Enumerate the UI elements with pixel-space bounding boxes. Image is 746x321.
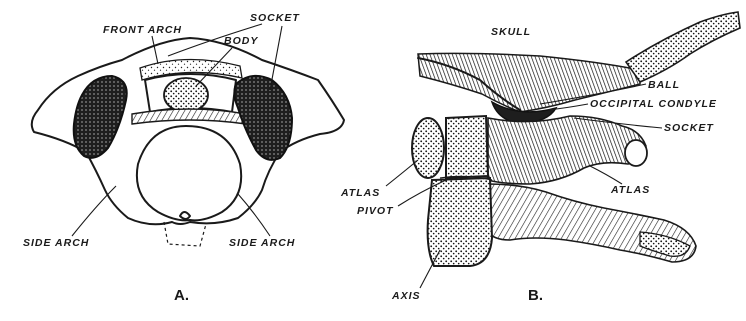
leader-side-arch-left — [72, 186, 116, 236]
panel-a-atlas-top-view: FRONT ARCH SOCKET BODY SIDE ARCH SIDE AR… — [23, 12, 344, 304]
atlas-front-arch — [412, 118, 444, 178]
posterior-notch — [180, 212, 190, 219]
spinal-canal — [137, 126, 241, 220]
caption-b: B. — [528, 287, 543, 304]
label-pivot: PIVOT — [357, 205, 394, 217]
label-socket-a: SOCKET — [250, 12, 300, 24]
label-occipital-condyle: OCCIPITAL CONDYLE — [590, 98, 717, 110]
left-socket — [74, 76, 127, 158]
occipital-bone — [626, 12, 740, 82]
label-axis: AXIS — [391, 290, 421, 302]
atlas-posterior-tubercle — [625, 140, 647, 166]
label-ball: BALL — [648, 79, 680, 91]
label-side-arch-right: SIDE ARCH — [229, 237, 295, 249]
label-atlas-right: ATLAS — [610, 184, 650, 196]
dens-pivot — [446, 116, 488, 178]
label-skull: SKULL — [491, 26, 531, 38]
right-socket — [234, 76, 292, 160]
axis-body — [428, 178, 492, 266]
body-dens — [164, 78, 208, 112]
leader-atlas-left — [386, 160, 418, 186]
label-front-arch: FRONT ARCH — [103, 24, 182, 36]
leader-front-arch — [152, 36, 158, 64]
label-socket-b: SOCKET — [664, 122, 714, 134]
label-side-arch-left: SIDE ARCH — [23, 237, 89, 249]
panel-b-side-view: SKULL BALL OCCIPITAL CONDYLE SOCKET ATLA… — [340, 12, 740, 304]
atlas-lateral — [488, 116, 646, 184]
caption-a: A. — [174, 287, 189, 304]
leader-atlas-right — [590, 166, 622, 184]
label-body: BODY — [224, 35, 258, 47]
transverse-band — [132, 109, 246, 124]
posterior-tubercle — [164, 222, 206, 246]
label-atlas-left: ATLAS — [340, 187, 380, 199]
leader-socket-a-2 — [270, 26, 282, 90]
